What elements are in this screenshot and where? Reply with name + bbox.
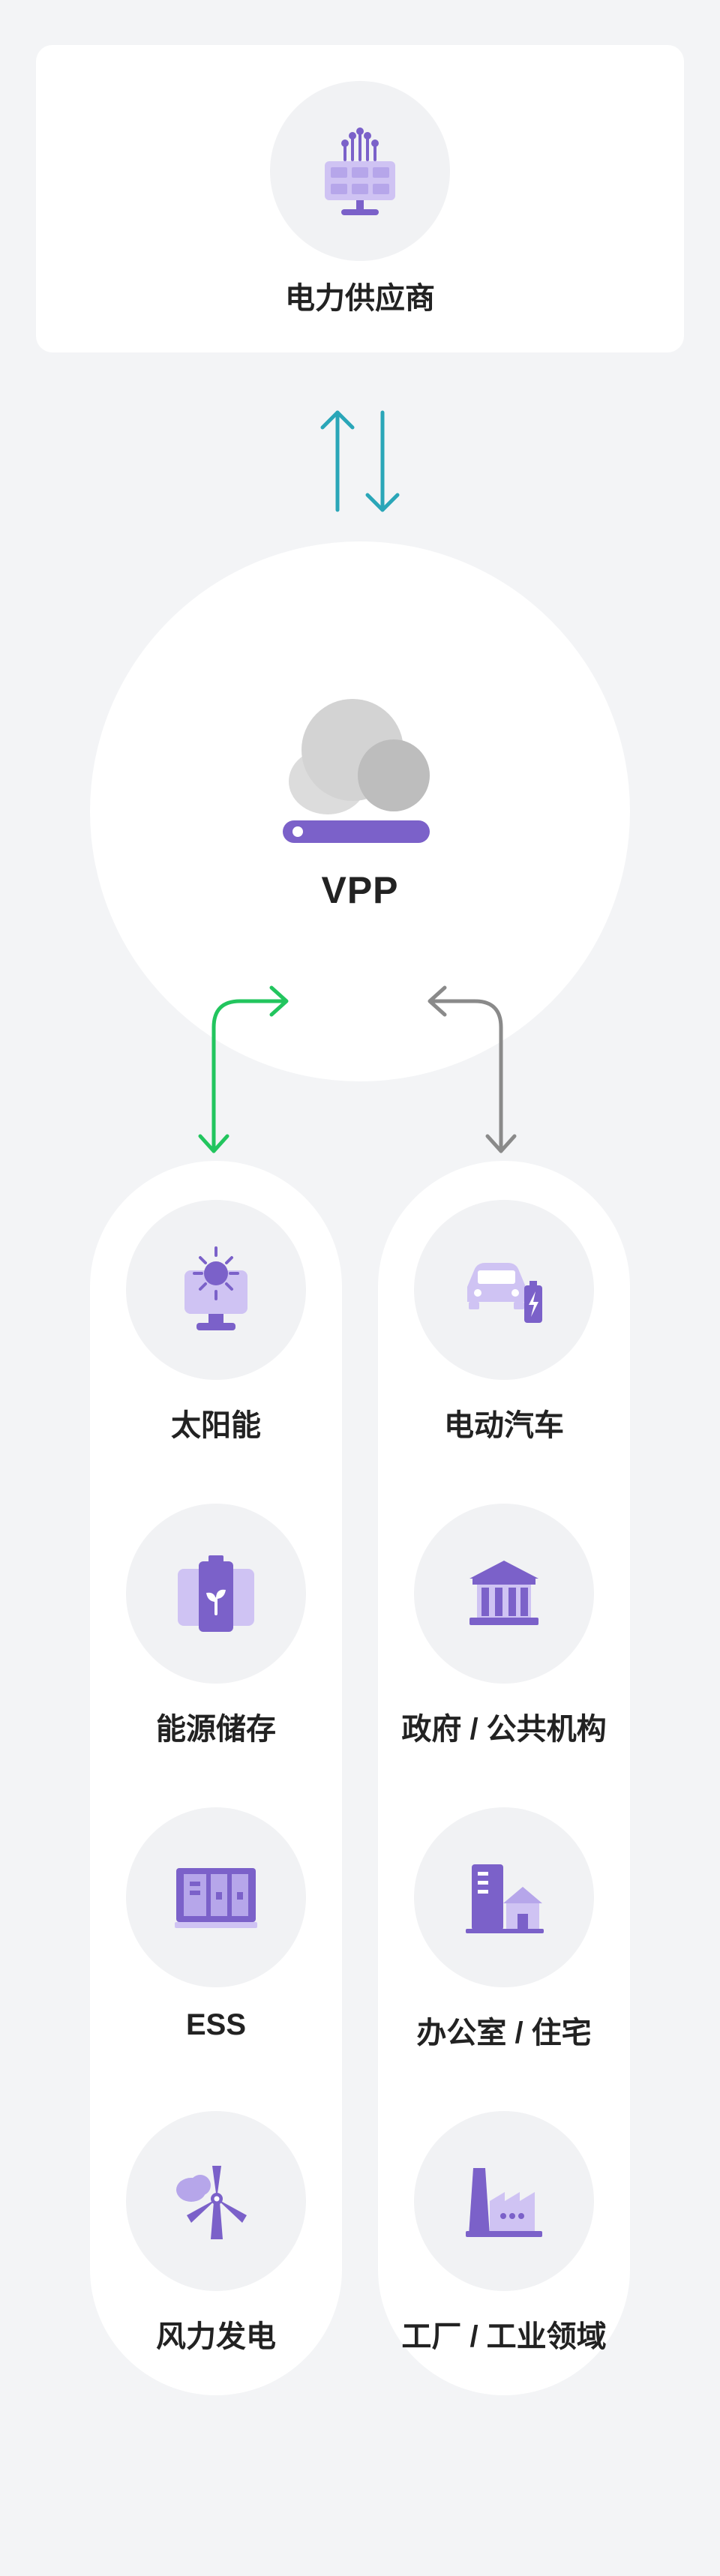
left-item-0-circle xyxy=(126,1200,306,1380)
provider-label: 电力供应商 xyxy=(285,282,435,315)
bidirectional-arrows-icon xyxy=(320,410,400,512)
vpp-hub: VPP xyxy=(90,541,630,1081)
vpp-label: VPP xyxy=(321,869,399,911)
provider-box: 电力供应商 xyxy=(36,45,684,352)
left-column: 太阳能 能源储存 xyxy=(90,1161,342,2395)
wind-turbine-icon xyxy=(176,2166,247,2239)
left-item-0-label: 太阳能 xyxy=(171,1409,261,1442)
right-item-0-label: 电动汽车 xyxy=(444,1409,564,1442)
provider-icon-circle xyxy=(270,81,450,261)
right-item-2-circle xyxy=(414,1807,594,1987)
right-item-1-label: 政府 / 公共机构 xyxy=(401,1713,607,1746)
green-curved-arrow-icon xyxy=(198,985,289,1153)
gray-curved-arrow-icon xyxy=(428,985,517,1153)
left-item-1-label: 能源储存 xyxy=(156,1713,276,1746)
factory-icon xyxy=(466,2168,542,2237)
sun-panel-icon xyxy=(184,1246,248,1330)
right-item-2-label: 办公室 / 住宅 xyxy=(416,2017,592,2050)
right-item-1-circle xyxy=(414,1504,594,1684)
cloud-server-icon xyxy=(283,699,430,843)
left-item-2-circle xyxy=(126,1807,306,1987)
right-item-3-circle xyxy=(414,2111,594,2291)
right-item-0-circle xyxy=(414,1200,594,1380)
ev-car-icon xyxy=(467,1263,542,1323)
ess-cabinet-icon xyxy=(175,1868,257,1928)
right-column: 电动汽车 政府 / 公共机构 xyxy=(378,1161,630,2395)
left-item-3-circle xyxy=(126,2111,306,2291)
solar-panel-grid-icon xyxy=(325,127,395,215)
left-item-3-label: 风力发电 xyxy=(156,2320,276,2353)
left-item-2-label: ESS xyxy=(185,2008,247,2041)
right-item-3-label: 工厂 / 工业领域 xyxy=(401,2320,607,2353)
government-building-icon xyxy=(470,1561,538,1625)
left-item-1-circle xyxy=(126,1504,306,1684)
office-house-icon xyxy=(466,1864,544,1933)
battery-leaf-icon xyxy=(178,1555,254,1632)
